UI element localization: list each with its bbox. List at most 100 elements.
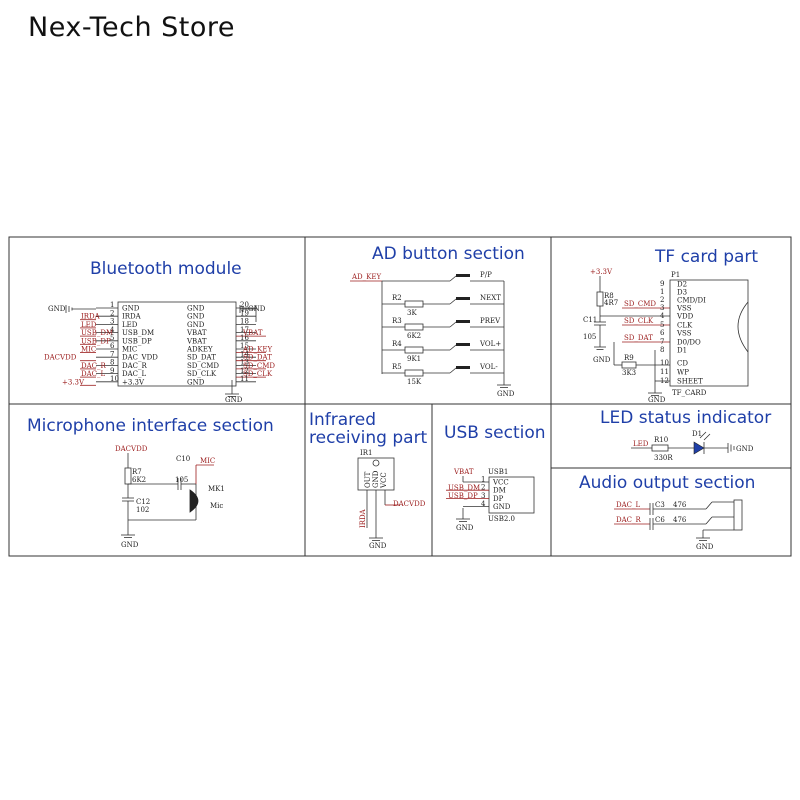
tf-pin-num: 8: [660, 346, 664, 354]
microphone-icon: [189, 489, 199, 513]
usb-pin-num: 4: [481, 500, 486, 508]
tf-pin-num: 7: [660, 338, 664, 346]
ad-button-title: AD button section: [372, 244, 525, 264]
c6-value: 476: [673, 516, 687, 524]
usb-pin-num: 1: [481, 476, 485, 484]
ad-gnd-label: GND: [497, 390, 515, 398]
bt-pin-num: 10: [110, 375, 119, 383]
bt-pin-name: GND: [187, 378, 205, 386]
bluetooth-chip: [117, 301, 237, 387]
bt-pin-num: 5: [110, 334, 114, 342]
bt-pin-num: 9: [110, 367, 114, 375]
resistor-r8: [596, 291, 604, 307]
tf-card-title: TF card part: [654, 247, 758, 267]
usb-title: USB section: [444, 423, 546, 443]
bt-pin-name: VBAT: [186, 337, 207, 345]
usb-dm-net: USB_DM: [448, 484, 480, 492]
bt-pin-num: 13: [240, 359, 249, 367]
infrared-section: Infrared receiving part IR1 OUT GND VCC …: [309, 410, 428, 550]
bt-gnd-bottom-label: GND: [225, 396, 243, 404]
button-label: VOL-: [479, 363, 498, 371]
ir-lens: [372, 459, 380, 467]
bt-pin-name: SD_CLK: [187, 370, 217, 378]
led-gnd-label: GND: [736, 445, 754, 453]
ir-irda-net: IRDA: [359, 508, 367, 528]
c3-value: 476: [673, 501, 687, 509]
bt-pin-name: IRDA: [122, 313, 142, 321]
usb-connector: [488, 476, 535, 514]
bt-pin-name: LED: [122, 321, 138, 329]
r7-value: 6K2: [132, 476, 146, 484]
tf-supply-net: +3.3V: [590, 268, 613, 276]
resistor-label: R2: [392, 294, 402, 302]
bt-pin-name: MIC: [122, 346, 137, 354]
mk1-label: MK1: [208, 485, 225, 493]
resistor-label: R4: [392, 340, 402, 348]
bt-pin-num: 3: [110, 318, 114, 326]
tf-pin-name: VSS: [676, 330, 692, 338]
c10-value: 105: [175, 476, 188, 484]
d1-label: D1: [692, 430, 702, 438]
tf-pin-num: 6: [660, 329, 665, 337]
bt-net-label: +3.3V: [62, 378, 85, 386]
tf-pin-num: 10: [660, 359, 669, 367]
usb-vbat-net: VBAT: [453, 468, 474, 476]
ir-pin-vcc: VCC: [380, 472, 388, 489]
bt-pin-name: DAC_R: [122, 362, 148, 370]
tf-gnd-left-label: GND: [593, 356, 611, 364]
button-label: NEXT: [480, 294, 501, 302]
ad-key-net: AD_KEY: [351, 273, 382, 281]
push-button-icon: [456, 274, 470, 277]
usb-pin-name: GND: [493, 503, 511, 511]
bt-net-label: DACVDD: [44, 354, 77, 362]
p1-label: P1: [671, 271, 680, 279]
resistor: [404, 369, 424, 377]
usb-pin-name: VCC: [492, 479, 509, 487]
usb-pin-num: 2: [481, 484, 485, 492]
c11-value: 105: [583, 333, 596, 341]
usb-pin-name: DP: [493, 495, 504, 503]
c12-label: C12: [136, 498, 150, 506]
tf-pin-name: D1: [677, 347, 687, 355]
audio-section: Audio output section DAC_L C3 476 DAC_R …: [579, 473, 755, 551]
bt-pin-num: 2: [110, 309, 114, 317]
resistor-r7: [124, 467, 132, 485]
bt-pin-num: 6: [110, 342, 115, 350]
bt-pin-name: SD_CMD: [187, 362, 219, 370]
tf-card-slot: [737, 301, 749, 353]
tf-gnd-bottom-label: GND: [648, 396, 666, 404]
tf-card-connector: [669, 279, 749, 387]
led-net: LED: [633, 440, 649, 448]
ir-dacvdd-net: DACVDD: [393, 500, 426, 508]
tf-net-sd-clk: SD_CLK: [624, 317, 654, 325]
tf-net-sd-dat: SD_DAT: [624, 334, 653, 342]
resistor-value: 3K: [407, 309, 417, 317]
tf-pin-num: 9: [660, 280, 664, 288]
bt-gnd-right-label: GND: [248, 305, 266, 313]
usb-gnd-label: GND: [456, 524, 474, 532]
bt-pin-name: GND: [122, 305, 140, 313]
outer-frame: [8, 236, 792, 557]
c11-label: C11: [583, 316, 597, 324]
bt-pin-name: VBAT: [186, 329, 207, 337]
tf-pin-num: 11: [660, 368, 669, 376]
tf-pin-num: 2: [660, 296, 664, 304]
bluetooth-title: Bluetooth module: [90, 259, 242, 279]
bt-pin-name: USB_DM: [122, 329, 154, 337]
tf-pin-name: VDD: [676, 313, 694, 321]
tf-pin-name: CLK: [677, 322, 693, 330]
audio-jack-contacts: [705, 501, 713, 525]
bt-gnd-left-label: GND: [48, 305, 66, 313]
bt-net-label: IRDA: [81, 313, 101, 321]
r8-value: 4R7: [604, 299, 618, 307]
store-name: Nex-Tech Store: [28, 12, 235, 43]
resistor-value: 9K1: [407, 355, 421, 363]
audio-jack-icon: [733, 499, 743, 531]
ir1-label: IR1: [360, 449, 373, 457]
tf-connector-name: TF_CARD: [672, 389, 707, 397]
